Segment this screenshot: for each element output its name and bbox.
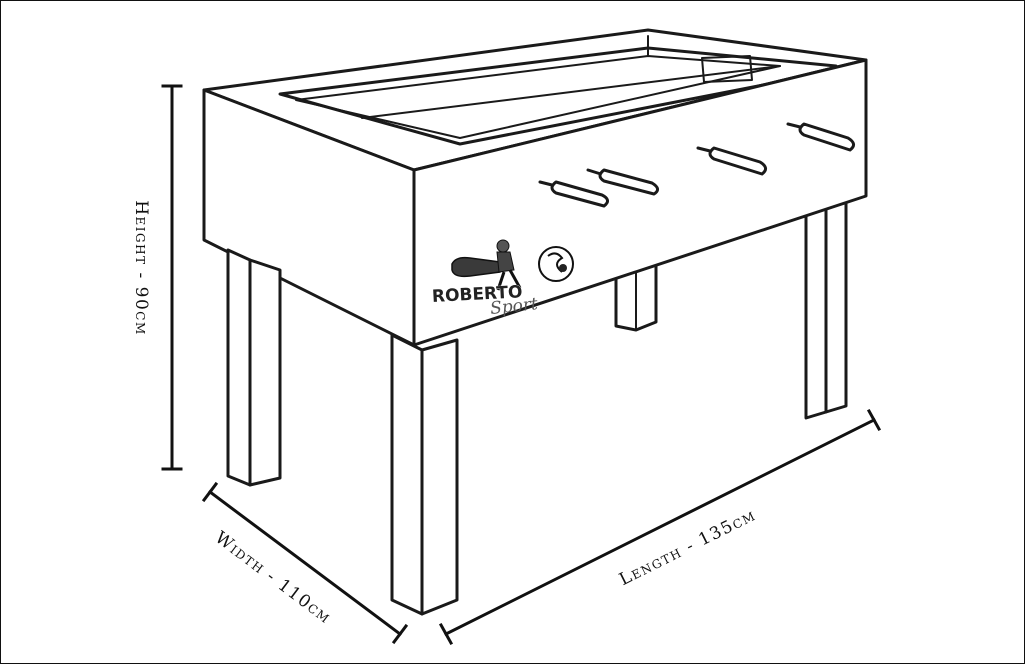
width-dimension: Width - 110cm [201,481,409,645]
brand-logo: ROBERTO Sport [431,239,574,319]
height-label: Height - 90cm [131,200,151,336]
leg-front-left [226,248,282,487]
leg-front-corner [390,333,459,616]
brand-name: ROBERTO [431,282,522,307]
height-dimension: Height - 90cm [131,84,183,471]
rod-handle-4 [786,122,855,152]
length-dimension: Length - 135cm [438,408,882,646]
cabinet-side-face [412,58,868,347]
rod-handle-1 [538,180,609,208]
brand-script: Sport [489,294,539,319]
rod-handle-3 [696,146,767,176]
rod-handle-2 [586,168,659,196]
width-label: Width - 110cm [211,528,335,628]
leg-back-right [804,194,848,420]
length-label: Length - 135cm [616,505,759,590]
sport-emblem-icon [538,246,574,282]
